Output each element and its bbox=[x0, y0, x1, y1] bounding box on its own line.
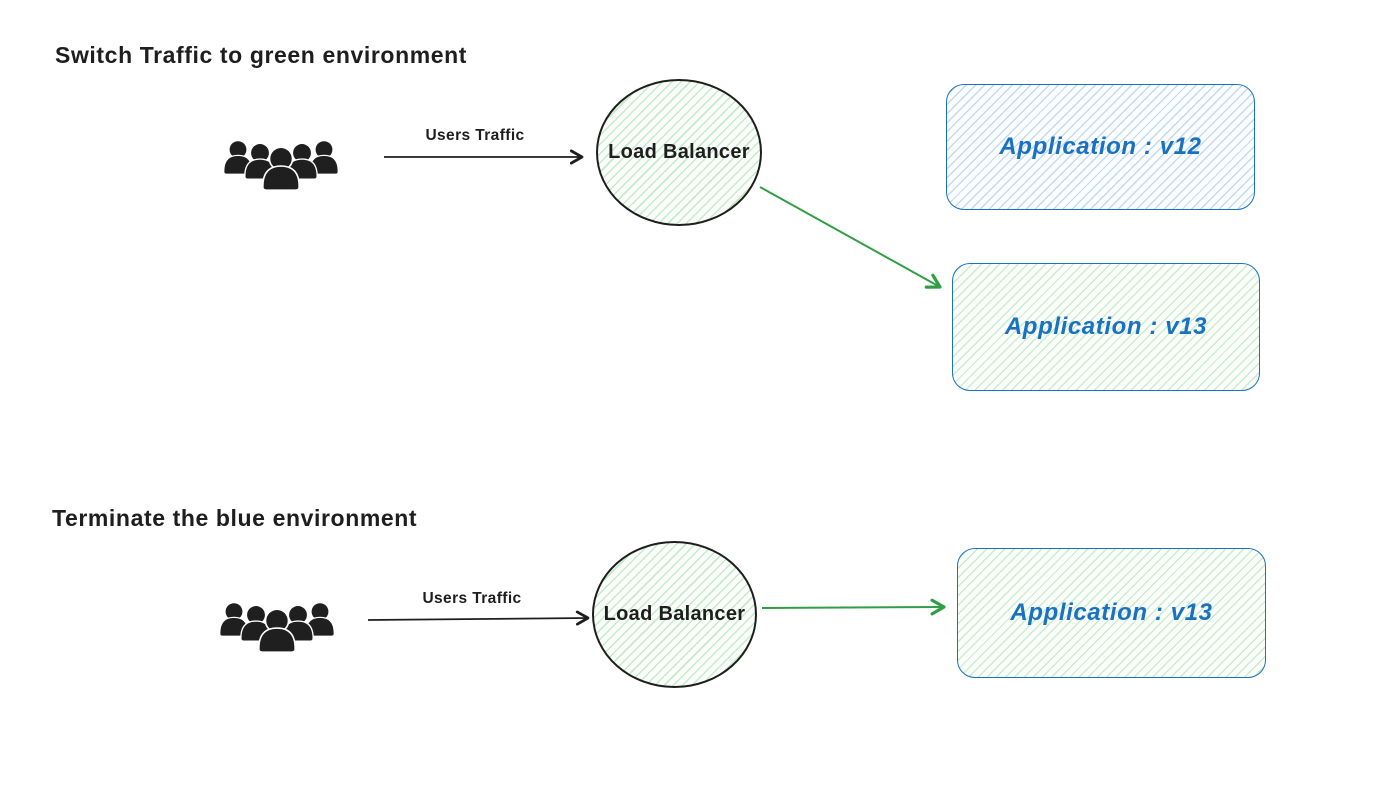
section-1-title: Switch Traffic to green environment bbox=[55, 42, 468, 68]
lb-to-green-app-arrow bbox=[761, 598, 946, 616]
application-v12-label: Application : v12 bbox=[999, 133, 1202, 160]
load-balancer-label: Load Balancer bbox=[608, 141, 750, 163]
section-2-title: Terminate the blue environment bbox=[52, 505, 418, 531]
application-v13-label: Application : v13 bbox=[1010, 599, 1213, 626]
users-traffic-arrow bbox=[367, 610, 590, 626]
application-v12-box: Application : v12 bbox=[946, 84, 1255, 210]
application-v13-box: Application : v13 bbox=[957, 548, 1266, 678]
users-icon bbox=[223, 139, 339, 191]
application-v13-box: Application : v13 bbox=[952, 263, 1260, 391]
lb-to-green-app-arrow bbox=[759, 186, 942, 289]
load-balancer-label: Load Balancer bbox=[603, 603, 746, 625]
users-traffic-label: Users Traffic bbox=[422, 590, 522, 607]
users-traffic-label: Users Traffic bbox=[425, 127, 525, 144]
load-balancer-node: Load Balancer bbox=[592, 541, 757, 688]
application-v13-label: Application : v13 bbox=[1004, 313, 1208, 340]
users-icon bbox=[219, 601, 335, 653]
load-balancer-node: Load Balancer bbox=[596, 79, 762, 226]
